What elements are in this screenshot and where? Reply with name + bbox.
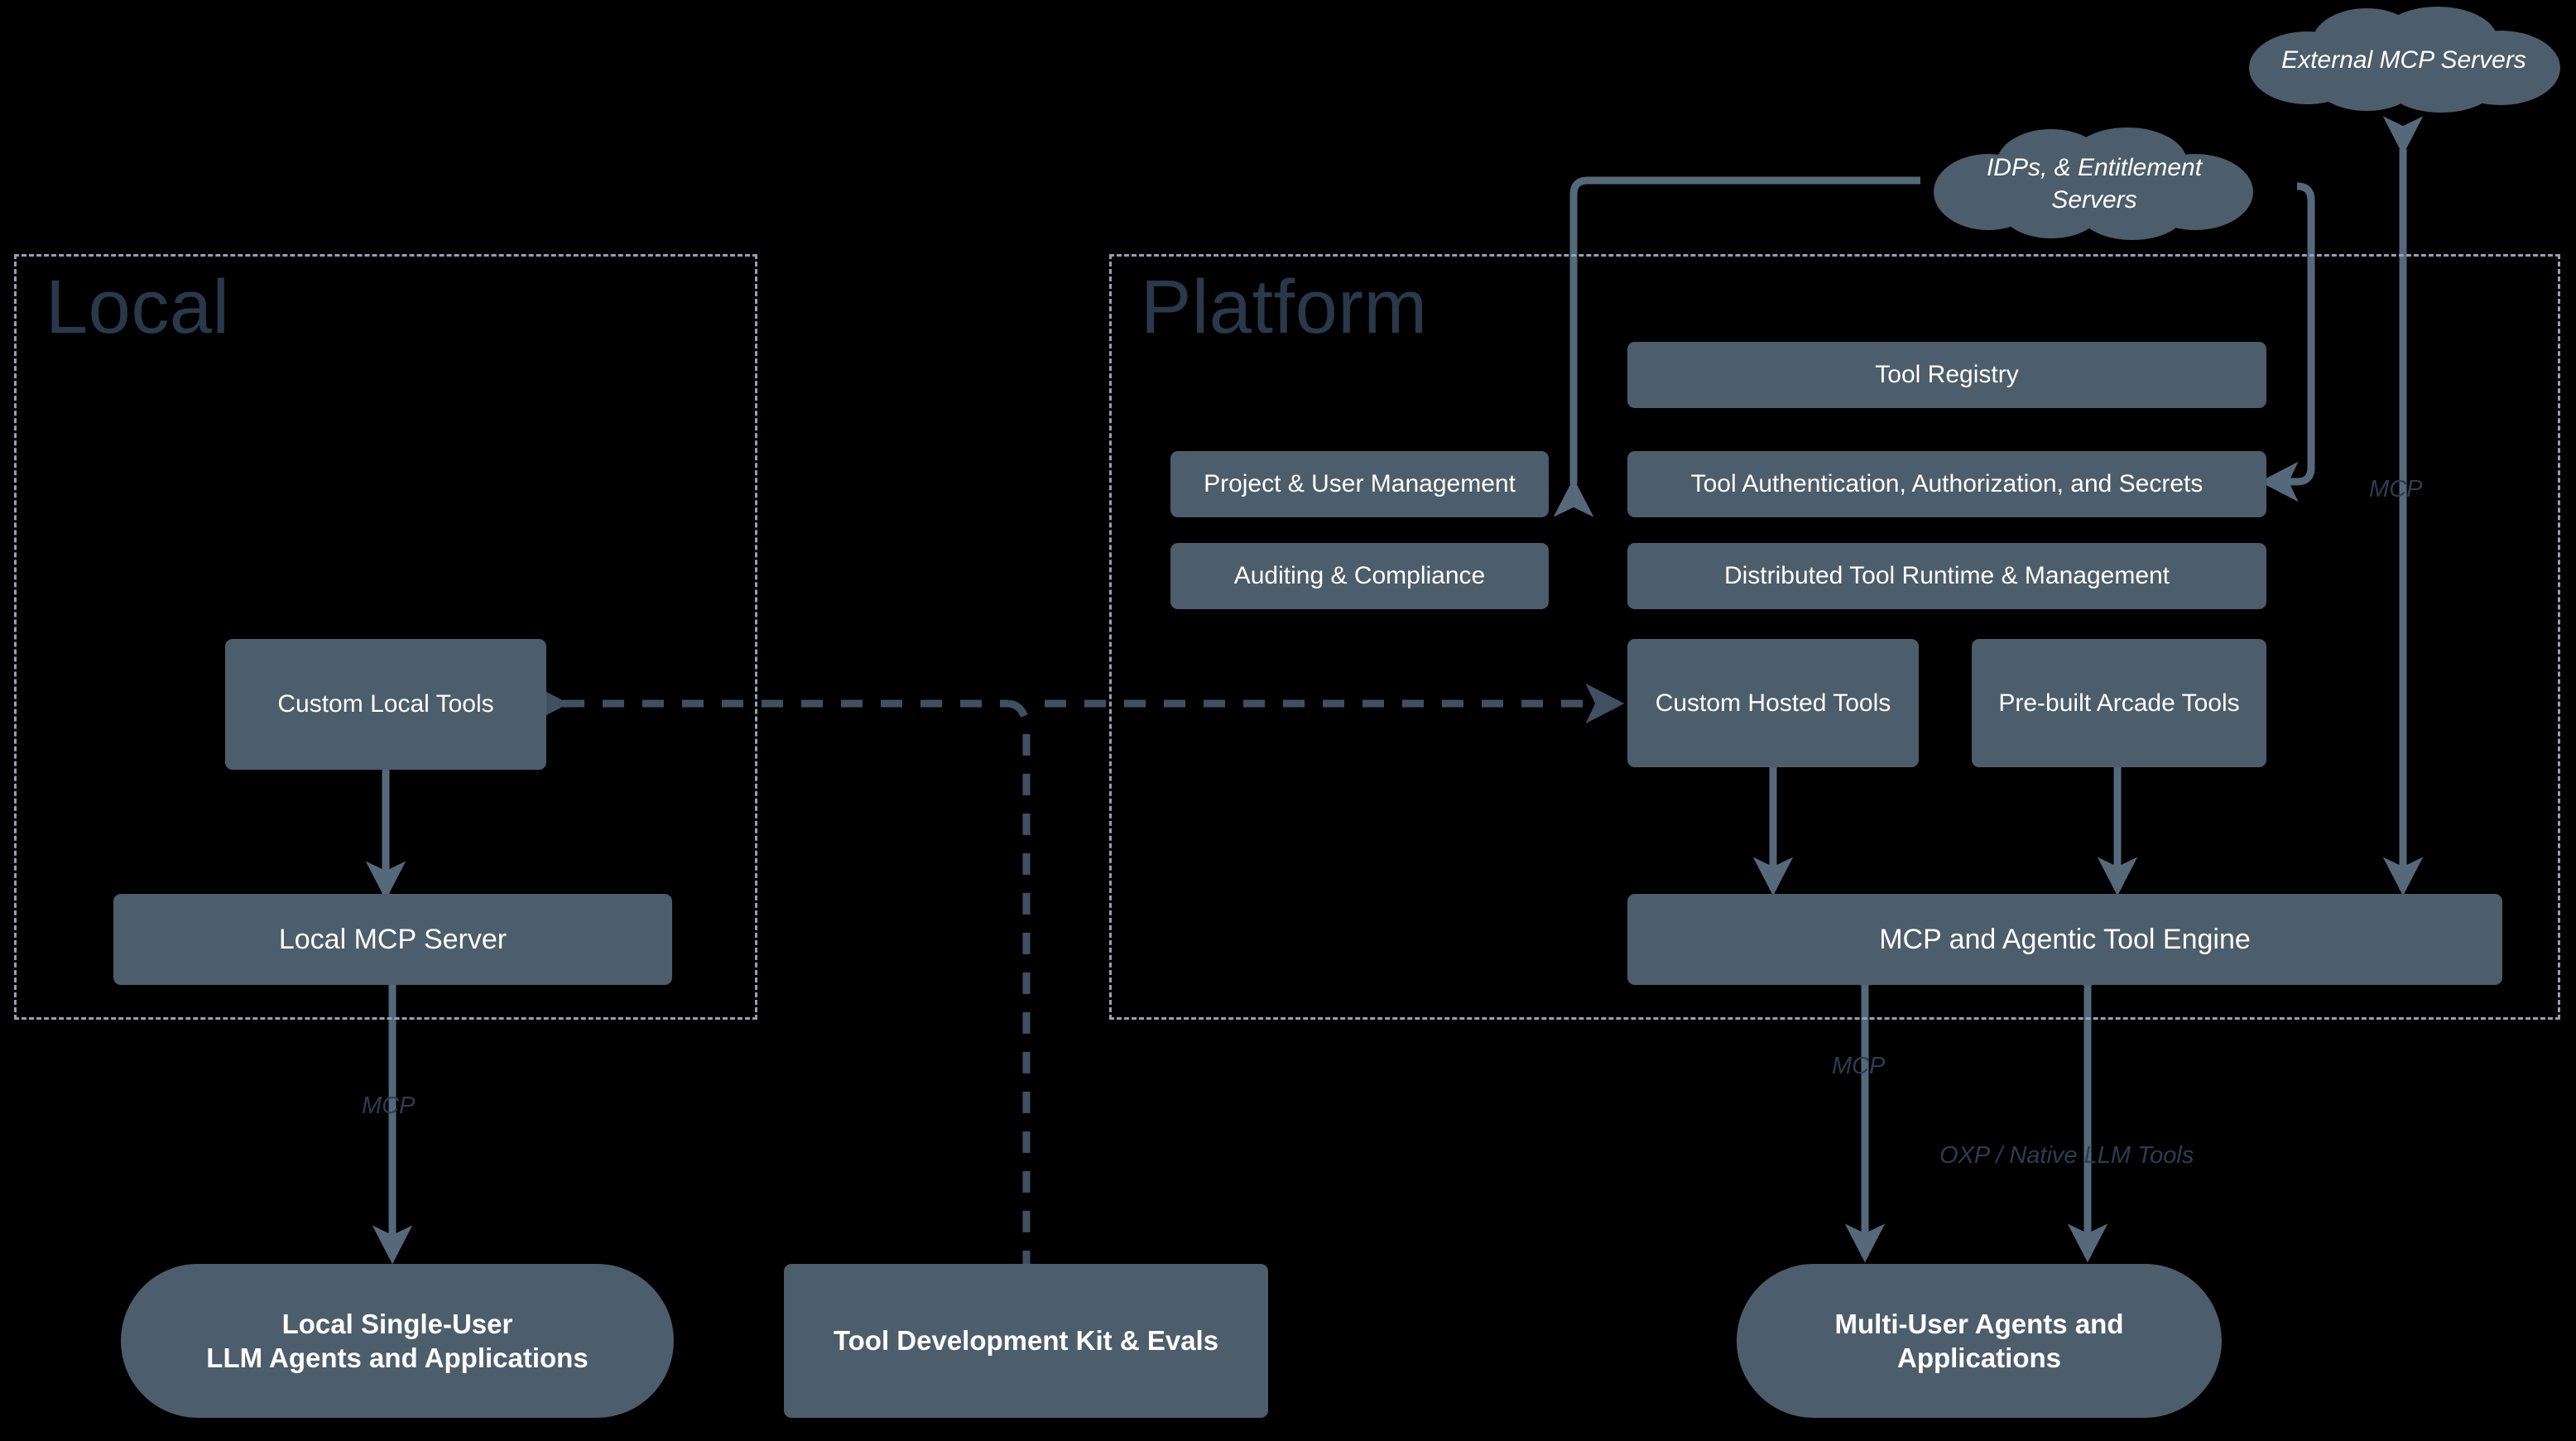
cloud-shape-icon	[1934, 127, 2253, 240]
zone-platform-title: Platform	[1141, 265, 1428, 349]
node-local-single-user-agents[interactable]: Local Single-User LLM Agents and Applica…	[121, 1264, 674, 1418]
edge-label-oxp-native-llm-tools: OXP / Native LLM Tools	[1939, 1142, 2194, 1169]
line-2: Servers	[2051, 186, 2137, 214]
node-tool-authentication[interactable]: Tool Authentication, Authorization, and …	[1627, 451, 2266, 517]
edge-label-local-mcp: MCP	[362, 1093, 416, 1119]
node-auditing-compliance[interactable]: Auditing & Compliance	[1170, 543, 1549, 609]
edge-label-platform-mcp: MCP	[1832, 1053, 1886, 1079]
node-local-mcp-server[interactable]: Local MCP Server	[113, 894, 672, 985]
node-multi-user-agents[interactable]: Multi-User Agents and Applications	[1737, 1264, 2222, 1418]
cloud-shape-icon	[2249, 7, 2560, 113]
cloud-label: External MCP Servers	[2260, 44, 2548, 76]
edge-label-external-mcp: MCP	[2369, 476, 2423, 502]
node-tool-development-kit[interactable]: Tool Development Kit & Evals	[784, 1264, 1268, 1418]
node-custom-local-tools[interactable]: Custom Local Tools	[225, 639, 546, 770]
line-1: External MCP Servers	[2281, 46, 2526, 74]
node-prebuilt-arcade-tools[interactable]: Pre-built Arcade Tools	[1972, 639, 2266, 767]
cloud-external-mcp-servers[interactable]: External MCP Servers	[2242, 7, 2565, 113]
cloud-idps-entitlement-servers[interactable]: IDPs, & Entitlement Servers	[1929, 126, 2260, 242]
zone-local-title: Local	[46, 265, 230, 349]
line-1: Multi-User Agents and	[1834, 1308, 2124, 1339]
line-2: LLM Agents and Applications	[206, 1343, 589, 1373]
node-distributed-tool-runtime[interactable]: Distributed Tool Runtime & Management	[1627, 543, 2266, 609]
cloud-label: IDPs, & Entitlement Servers	[1965, 151, 2223, 216]
line-1: IDPs, & Entitlement	[1986, 154, 2203, 181]
node-label-lines: Local Single-User LLM Agents and Applica…	[206, 1307, 588, 1376]
node-tool-registry[interactable]: Tool Registry	[1627, 342, 2266, 408]
node-custom-hosted-tools[interactable]: Custom Hosted Tools	[1627, 639, 1919, 767]
node-project-user-management[interactable]: Project & User Management	[1170, 451, 1549, 517]
zone-local	[14, 254, 757, 1020]
line-2: Applications	[1896, 1343, 2062, 1373]
node-mcp-agentic-tool-engine[interactable]: MCP and Agentic Tool Engine	[1627, 894, 2502, 985]
line-1: Local Single-User	[281, 1308, 513, 1339]
zone-platform	[1109, 254, 2560, 1020]
node-label-lines: Multi-User Agents and Applications	[1835, 1307, 2124, 1376]
